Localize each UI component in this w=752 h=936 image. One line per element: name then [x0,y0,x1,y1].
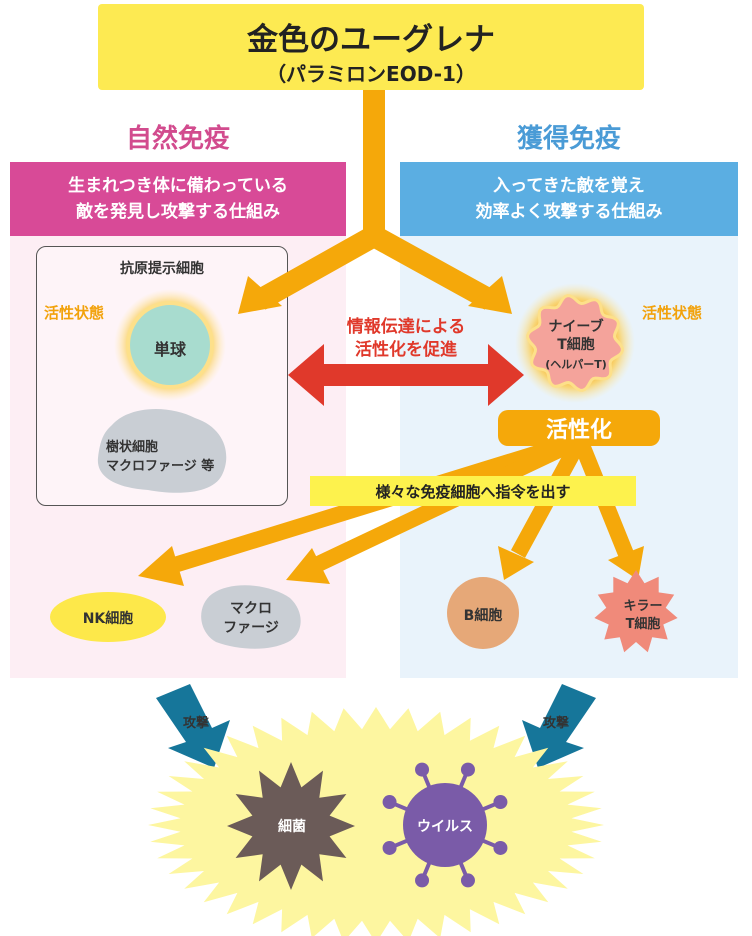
killer-t-label: キラー T細胞 [623,599,663,632]
attack-arrows [156,684,596,768]
innate-description: 生まれつき体に備わっている 敵を発見し攻撃する仕組み [10,162,346,236]
innate-heading: 自然免疫 [125,124,230,154]
arrow-head-right [468,276,512,314]
naive-t-sub: (ヘルパーT) [545,358,607,371]
title-branch-arrows [238,90,512,314]
attack-arrow-right [522,684,596,768]
naive-t-label: ナイーブ T細胞 [548,319,604,353]
virus-spike-tip [415,762,430,777]
virus-spike-tip [493,840,508,855]
innate-active-state: 活性状態 [44,304,105,322]
attack-right-label: 攻撃 [542,716,569,731]
macrophage-shape [201,585,301,649]
dendritic-cell [97,408,227,493]
bacteria-shape [227,762,355,890]
attack-arrow-left [156,684,230,768]
adaptive-description: 入ってきた敵を覚え 効率よく攻撃する仕組み [400,162,738,236]
title-sub: （パラミロンEOD-1） [266,62,476,86]
virus-spike-tip [382,795,397,810]
title-main: 金色のユーグレナ [247,22,495,58]
arrow-head-left [238,276,282,314]
nk-cell-label: NK細胞 [82,611,134,627]
b-cell-label: B細胞 [463,608,503,624]
virus-shape [382,762,508,888]
killer-t-shape [594,570,678,653]
instruction-banner: 様々な免疫細胞へ指令を出す [310,476,636,506]
macrophage-label: マクロ ファージ [223,601,279,636]
virus-spike-tip [460,873,475,888]
virus-spike-tip [493,795,508,810]
virus-spike-tip [460,762,475,777]
monocyte-label: 単球 [153,340,186,359]
adaptive-active-state: 活性状態 [642,304,703,322]
virus-spike-tip [415,873,430,888]
dendritic-label: 樹状細胞 マクロファージ 等 [106,440,215,474]
activation-box: 活性化 [498,410,660,446]
virus-spike-tip [382,840,397,855]
attack-left-label: 攻撃 [182,716,209,731]
virus-label: ウイルス [417,819,473,835]
bacteria-label: 細菌 [278,819,306,835]
monocyte-cell [126,301,214,389]
info-double-arrow [288,344,524,406]
title-box: 金色のユーグレナ （パラミロンEOD-1） [98,4,644,90]
apc-label: 抗原提示細胞 [120,261,204,277]
b-cell-shape [447,577,519,649]
adaptive-heading: 獲得免疫 [516,124,621,154]
nk-cell-shape [50,592,166,642]
info-transfer-label: 情報伝達による 活性化を促進 [346,317,466,360]
naive-t-cell [526,294,624,392]
